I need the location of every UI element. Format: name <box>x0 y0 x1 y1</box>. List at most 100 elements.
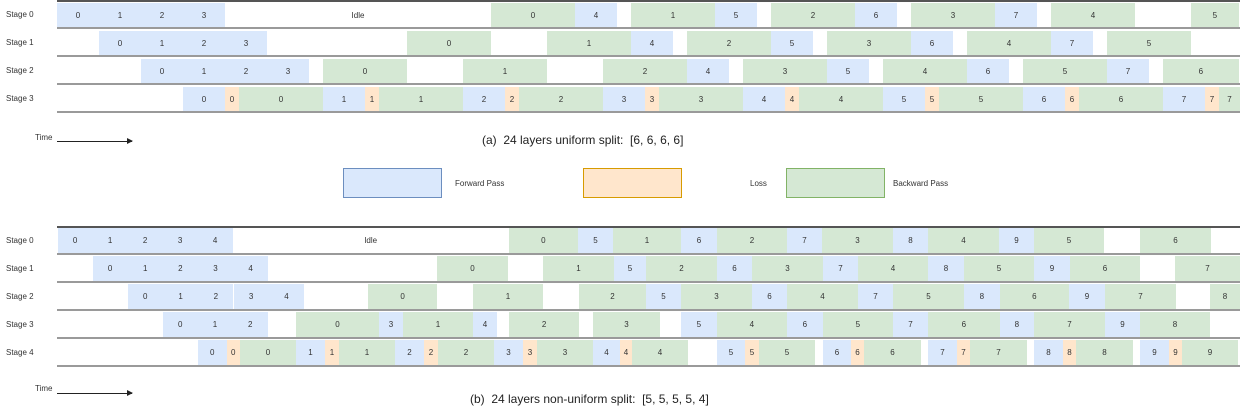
block-label: 9 <box>1014 236 1019 245</box>
forward-pass-block: 2 <box>232 312 268 337</box>
block-label: 5 <box>1062 66 1068 76</box>
block-label: 3 <box>388 320 394 329</box>
block-label: 7 <box>1067 320 1072 329</box>
block-label: 4 <box>248 264 253 273</box>
forward-pass-block: 7 <box>893 312 928 337</box>
backward-pass-block: 2 <box>438 340 494 365</box>
backward-pass-block: 4 <box>787 284 858 309</box>
block-label: 2 <box>463 348 469 357</box>
legend-forward-label: Forward Pass <box>455 179 505 188</box>
block-label: 0 <box>72 236 78 245</box>
row-divider <box>57 253 1240 255</box>
block-label: 5 <box>1212 10 1218 20</box>
block-label: 9 <box>1120 320 1125 329</box>
backward-pass-block: 3 <box>752 256 823 281</box>
forward-pass-block: 3 <box>494 340 523 365</box>
backward-pass-block: 1 <box>403 312 473 337</box>
block-label: 2 <box>213 292 219 301</box>
block-label: 3 <box>698 94 704 104</box>
backward-pass-block: 7 <box>1105 284 1176 309</box>
forward-pass-block: 0 <box>57 3 99 27</box>
block-label: 8 <box>1046 348 1051 357</box>
block-label: 0 <box>210 348 215 357</box>
backward-pass-block: 5 <box>893 284 964 309</box>
legend-backward-swatch <box>786 168 885 198</box>
block-label: 0 <box>530 10 536 20</box>
block-label: 1 <box>502 66 508 76</box>
block-label: 7 <box>1125 66 1131 76</box>
stage-label: Stage 2 <box>6 66 34 75</box>
forward-pass-block: 9 <box>1069 284 1105 309</box>
stage-label: Stage 4 <box>6 347 34 357</box>
row-divider <box>57 281 1240 283</box>
block-label: 6 <box>1041 94 1047 104</box>
backward-pass-block: 6 <box>1163 59 1239 83</box>
forward-pass-block: 1 <box>99 3 141 27</box>
backward-pass-block: 4 <box>716 312 787 337</box>
block-label: 8 <box>979 292 985 301</box>
loss-block: 1 <box>365 87 379 111</box>
row-divider <box>57 365 1240 367</box>
backward-pass-block: 1 <box>613 228 681 253</box>
legend-loss-swatch <box>583 168 682 198</box>
backward-pass-block: 2 <box>687 31 771 55</box>
block-label: 1 <box>586 38 592 48</box>
block-label: 1 <box>505 292 511 301</box>
backward-pass-block: 5 <box>964 256 1034 281</box>
forward-pass-block: 4 <box>197 228 233 253</box>
block-label: 2 <box>558 94 564 104</box>
forward-pass-block: 8 <box>964 284 1000 309</box>
backward-pass-block: 2 <box>603 59 687 83</box>
block-label: 2 <box>248 320 253 329</box>
block-label: 0 <box>178 320 183 329</box>
block-label: 5 <box>926 292 931 301</box>
forward-pass-block: 5 <box>717 340 745 365</box>
block-label: 5 <box>978 94 984 104</box>
backward-pass-block: 4 <box>1051 3 1135 27</box>
block-label: 3 <box>527 348 533 357</box>
block-label: 1 <box>159 38 165 48</box>
block-label: 7 <box>873 292 878 301</box>
block-label: 0 <box>117 38 123 48</box>
block-label: 3 <box>714 292 719 301</box>
loss-block: 1 <box>325 340 339 365</box>
backward-pass-block: 4 <box>799 87 883 111</box>
forward-pass-block: 1 <box>127 256 163 281</box>
block-label: 3 <box>243 38 249 48</box>
block-label: 4 <box>761 94 767 104</box>
time-axis-label: Time <box>35 133 53 142</box>
block-label: 1 <box>670 10 676 20</box>
block-label: 6 <box>985 66 991 76</box>
backward-pass-block: 3 <box>681 284 752 309</box>
block-label: 3 <box>285 66 291 76</box>
block-label: 2 <box>142 236 148 245</box>
block-label: 2 <box>407 348 412 357</box>
block-label: 2 <box>243 66 249 76</box>
block-label: 0 <box>362 66 368 76</box>
forward-pass-block: 0 <box>183 87 225 111</box>
block-label: 5 <box>1146 38 1152 48</box>
block-label: 6 <box>929 38 935 48</box>
row-divider <box>57 309 1240 311</box>
timeline-top-border <box>57 0 1240 2</box>
block-label: 5 <box>784 348 790 357</box>
forward-pass-block: 2 <box>463 87 505 111</box>
block-label: 2 <box>749 236 755 245</box>
block-label: Idle <box>351 10 365 20</box>
forward-pass-block: 2 <box>162 256 198 281</box>
block-label: 0 <box>75 10 81 20</box>
block-label: 0 <box>265 348 271 357</box>
block-label: 0 <box>470 264 475 273</box>
forward-pass-block: 4 <box>268 284 305 309</box>
backward-pass-block: 1 <box>547 31 631 55</box>
row-divider <box>57 111 1240 113</box>
backward-pass-block: 0 <box>491 3 575 27</box>
block-label: 3 <box>562 348 568 357</box>
forward-pass-block: 4 <box>631 31 673 55</box>
block-label: 7 <box>1069 38 1075 48</box>
block-label: 5 <box>929 94 935 104</box>
row-divider <box>57 27 1240 29</box>
block-label: 0 <box>278 94 284 104</box>
backward-pass-block: 7 <box>1034 312 1105 337</box>
block-label: 5 <box>855 320 861 329</box>
